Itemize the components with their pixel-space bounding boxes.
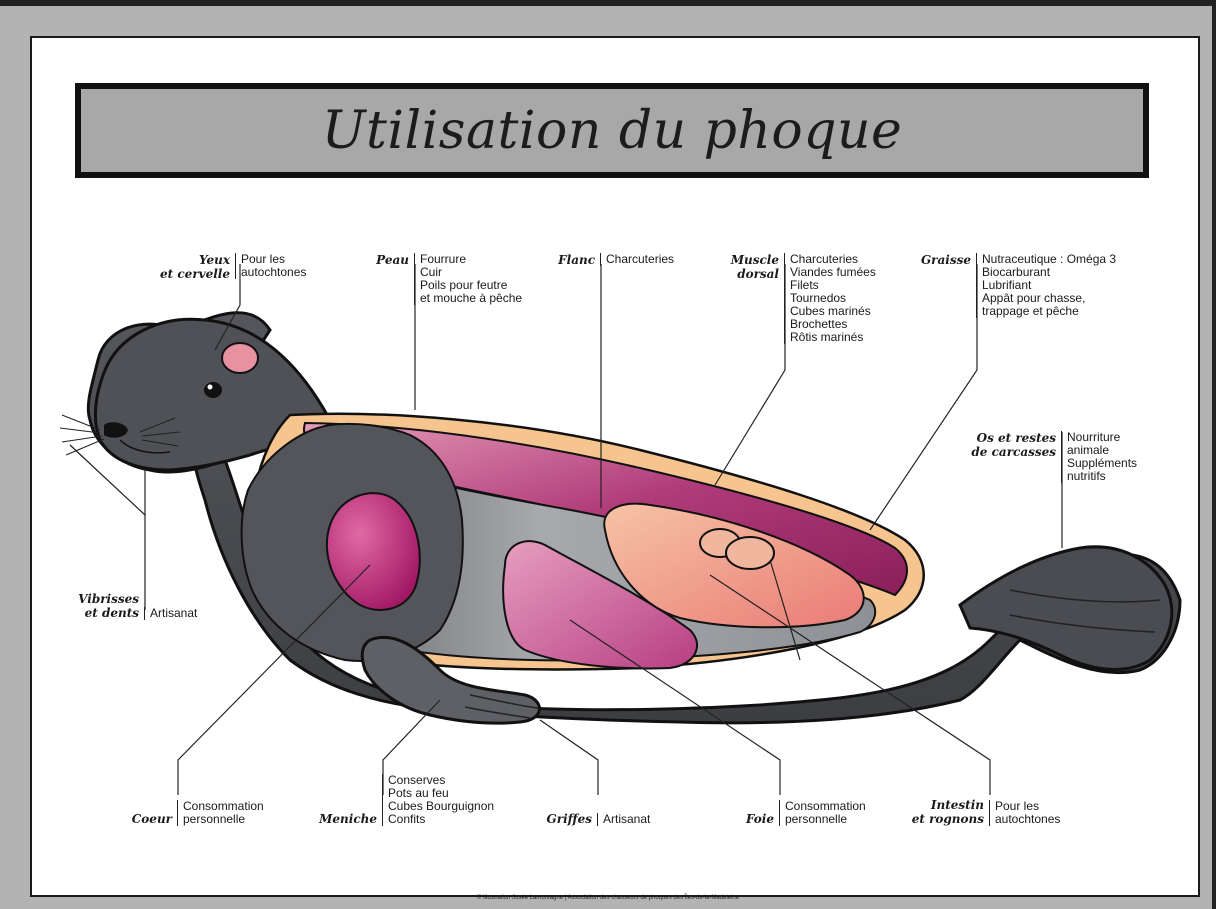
- label-intestin-part: Intestin et rognons: [895, 798, 989, 826]
- label-flanc-part: Flanc: [520, 253, 600, 267]
- label-yeux-uses: Pour les autochtones: [235, 253, 306, 279]
- label-vibrisses: Vibrisses et dents Artisanat: [40, 592, 197, 620]
- label-intestin-uses: Pour les autochtones: [989, 800, 1060, 826]
- credit-line: © Illustration Josée Lamontagne | Associ…: [0, 895, 1216, 901]
- label-peau: Peau Fourrure Cuir Poils pour feutre et …: [330, 253, 522, 305]
- label-coeur-uses: Consommation personnelle: [177, 800, 264, 826]
- label-peau-uses: Fourrure Cuir Poils pour feutre et mouch…: [414, 253, 522, 305]
- label-peau-part: Peau: [330, 253, 414, 267]
- label-intestin: Intestin et rognons Pour les autochtones: [895, 796, 1060, 826]
- label-vibrisses-part: Vibrisses et dents: [40, 592, 144, 620]
- label-os-uses: Nourriture animale Suppléments nutritifs: [1061, 431, 1137, 483]
- label-foie-uses: Consommation personnelle: [779, 800, 866, 826]
- label-flanc: Flanc Charcuteries: [520, 253, 674, 267]
- label-griffes: Griffes Artisanat: [520, 808, 650, 826]
- label-yeux: Yeux et cervelle Pour les autochtones: [140, 253, 306, 281]
- label-muscle-part: Muscle dorsal: [700, 253, 784, 281]
- label-meniche-part: Meniche: [290, 812, 382, 826]
- label-muscle-uses: Charcuteries Viandes fumées Filets Tourn…: [784, 253, 876, 344]
- label-meniche-uses: Conserves Pots au feu Cubes Bourguignon …: [382, 774, 494, 826]
- label-graisse-uses: Nutraceutique : Oméga 3 Biocarburant Lub…: [976, 253, 1116, 318]
- kidney-right: [726, 537, 774, 569]
- label-coeur: Coeur Consommation personnelle: [90, 796, 264, 826]
- label-meniche: Meniche Conserves Pots au feu Cubes Bour…: [290, 767, 494, 826]
- label-graisse: Graisse Nutraceutique : Oméga 3 Biocarbu…: [890, 253, 1116, 318]
- label-muscle: Muscle dorsal Charcuteries Viandes fumée…: [700, 253, 876, 344]
- label-os: Os et restes de carcasses Nourriture ani…: [950, 431, 1137, 483]
- label-griffes-part: Griffes: [520, 812, 597, 826]
- label-foie-part: Foie: [700, 812, 779, 826]
- label-coeur-part: Coeur: [90, 812, 177, 826]
- label-os-part: Os et restes de carcasses: [950, 431, 1061, 459]
- label-griffes-uses: Artisanat: [597, 813, 650, 826]
- brain-spot: [222, 343, 258, 373]
- label-foie: Foie Consommation personnelle: [700, 796, 866, 826]
- label-flanc-uses: Charcuteries: [600, 253, 674, 266]
- label-vibrisses-uses: Artisanat: [144, 607, 197, 620]
- seal-eye: [204, 382, 222, 398]
- label-graisse-part: Graisse: [890, 253, 976, 267]
- label-yeux-part: Yeux et cervelle: [140, 253, 235, 281]
